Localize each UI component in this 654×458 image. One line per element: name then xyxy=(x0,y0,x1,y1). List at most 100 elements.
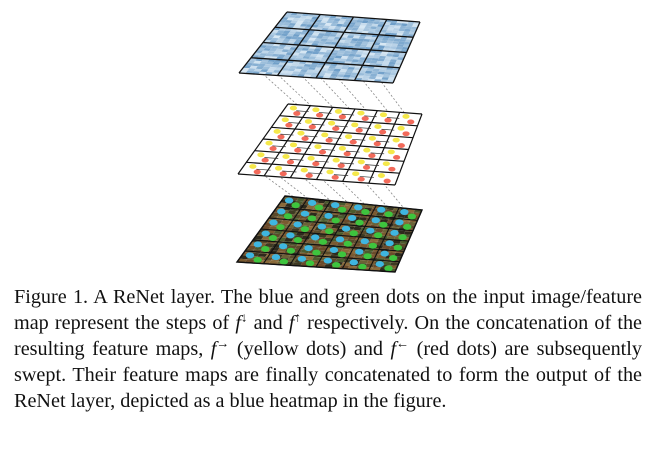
heatmap-cell xyxy=(279,51,288,55)
yellow-dot xyxy=(397,125,405,131)
red-dot xyxy=(301,136,309,142)
heatmap-cell xyxy=(281,67,290,71)
heatmap-cell xyxy=(359,67,368,71)
blue-dot xyxy=(261,230,270,237)
blue-dot xyxy=(293,221,302,228)
heatmap-cell xyxy=(392,54,400,58)
heatmap-cell xyxy=(336,53,344,56)
heatmap-cell xyxy=(372,68,380,72)
figure-caption: Figure 1. A ReNet layer. The blue and gr… xyxy=(14,284,642,414)
blue-dot xyxy=(330,202,340,209)
heatmap-cell xyxy=(307,48,316,52)
yellow-dot xyxy=(297,130,305,136)
heatmap-cell xyxy=(378,69,387,72)
heatmap-cell xyxy=(374,53,382,56)
heatmap-grid-line xyxy=(250,57,400,69)
heatmap-cell xyxy=(326,20,334,24)
yellow-dot xyxy=(392,137,400,143)
heatmap-cell xyxy=(350,72,359,76)
heatmap-cell xyxy=(354,43,362,47)
heatmap-cell xyxy=(318,41,327,45)
heatmap-cell xyxy=(401,47,409,50)
heatmap-cell xyxy=(342,53,350,57)
sweep-arrow xyxy=(318,112,332,114)
heatmap-cell xyxy=(290,63,299,67)
blue-dot xyxy=(400,209,409,216)
input-image-texture xyxy=(382,261,392,266)
heatmap-cell xyxy=(251,63,260,67)
heatmap-cell xyxy=(376,37,384,41)
green-dot xyxy=(305,260,315,267)
red-dot xyxy=(261,157,269,163)
heatmap-cell xyxy=(286,33,295,37)
sweep-arrow xyxy=(352,138,366,141)
heatmap-cell xyxy=(255,66,264,70)
heatmap-cell xyxy=(270,37,279,41)
heatmap-cell xyxy=(306,69,315,73)
heatmap-cell xyxy=(304,53,312,57)
heatmap-cell xyxy=(301,21,310,25)
input-image-texture xyxy=(273,230,284,235)
heatmap-cell xyxy=(326,57,335,61)
red-dot xyxy=(388,166,396,172)
input-image-texture xyxy=(290,228,300,232)
heatmap-cell xyxy=(317,72,326,76)
heatmap-cell xyxy=(373,42,381,46)
green-dot xyxy=(291,202,300,209)
heatmap-cell xyxy=(305,50,314,54)
red-dot xyxy=(293,111,301,116)
heatmap-cell xyxy=(337,21,345,25)
heatmap-cell xyxy=(368,76,377,80)
heatmap-cell xyxy=(272,62,281,65)
heatmap-cell xyxy=(247,68,256,72)
heatmap-cell xyxy=(367,52,376,56)
f-symbol: f→ xyxy=(210,335,230,360)
connector-line xyxy=(380,180,408,212)
heatmap-cell xyxy=(265,61,274,65)
heatmap-cell xyxy=(349,75,358,78)
red-dot xyxy=(285,122,293,128)
heatmap-cell xyxy=(340,56,349,59)
heatmap-cell xyxy=(298,71,307,75)
blue-dot xyxy=(317,223,327,230)
heatmap-cell xyxy=(311,32,320,36)
heatmap-cell xyxy=(351,38,359,42)
heatmap-cell xyxy=(375,26,383,30)
heatmap-cell xyxy=(269,48,278,52)
heatmap-cell xyxy=(348,43,356,47)
input-image-texture xyxy=(389,262,400,266)
heatmap-cell xyxy=(273,51,282,55)
heatmap-cell xyxy=(311,51,320,55)
heatmap-cell xyxy=(298,18,306,22)
red-dot xyxy=(332,126,340,132)
heatmap-cell xyxy=(289,65,298,69)
heatmap-cell xyxy=(408,31,416,35)
blue-dot xyxy=(395,219,404,226)
heatmap-cell xyxy=(379,42,387,46)
yellow-dot xyxy=(257,152,265,158)
heatmap-cell xyxy=(392,28,400,31)
heatmap-cell xyxy=(294,23,302,27)
heatmap-cell xyxy=(341,66,349,70)
heatmap-cell xyxy=(314,67,323,71)
heatmap-cell xyxy=(274,32,283,36)
heatmap-cell xyxy=(343,50,352,54)
heatmap-cell xyxy=(317,33,326,37)
yellow-dot xyxy=(289,105,297,111)
heatmap-cell xyxy=(352,35,360,39)
heatmap-cell xyxy=(260,69,269,73)
heatmap-cell xyxy=(358,70,367,74)
heatmap-cell xyxy=(382,24,390,28)
input-image-texture xyxy=(371,251,381,255)
yellow-dot xyxy=(312,107,320,113)
heatmap-cell xyxy=(386,53,394,57)
heatmap-cell xyxy=(353,67,362,71)
heatmap-cell xyxy=(334,66,343,70)
blue-dot xyxy=(377,206,386,213)
heatmap-cell xyxy=(316,64,324,68)
red-dot xyxy=(294,147,302,153)
yellow-dot xyxy=(307,155,315,161)
heatmap-cell xyxy=(284,20,293,23)
down-arrow-sup: ↓ xyxy=(240,309,248,325)
heatmap-cell xyxy=(339,58,347,62)
